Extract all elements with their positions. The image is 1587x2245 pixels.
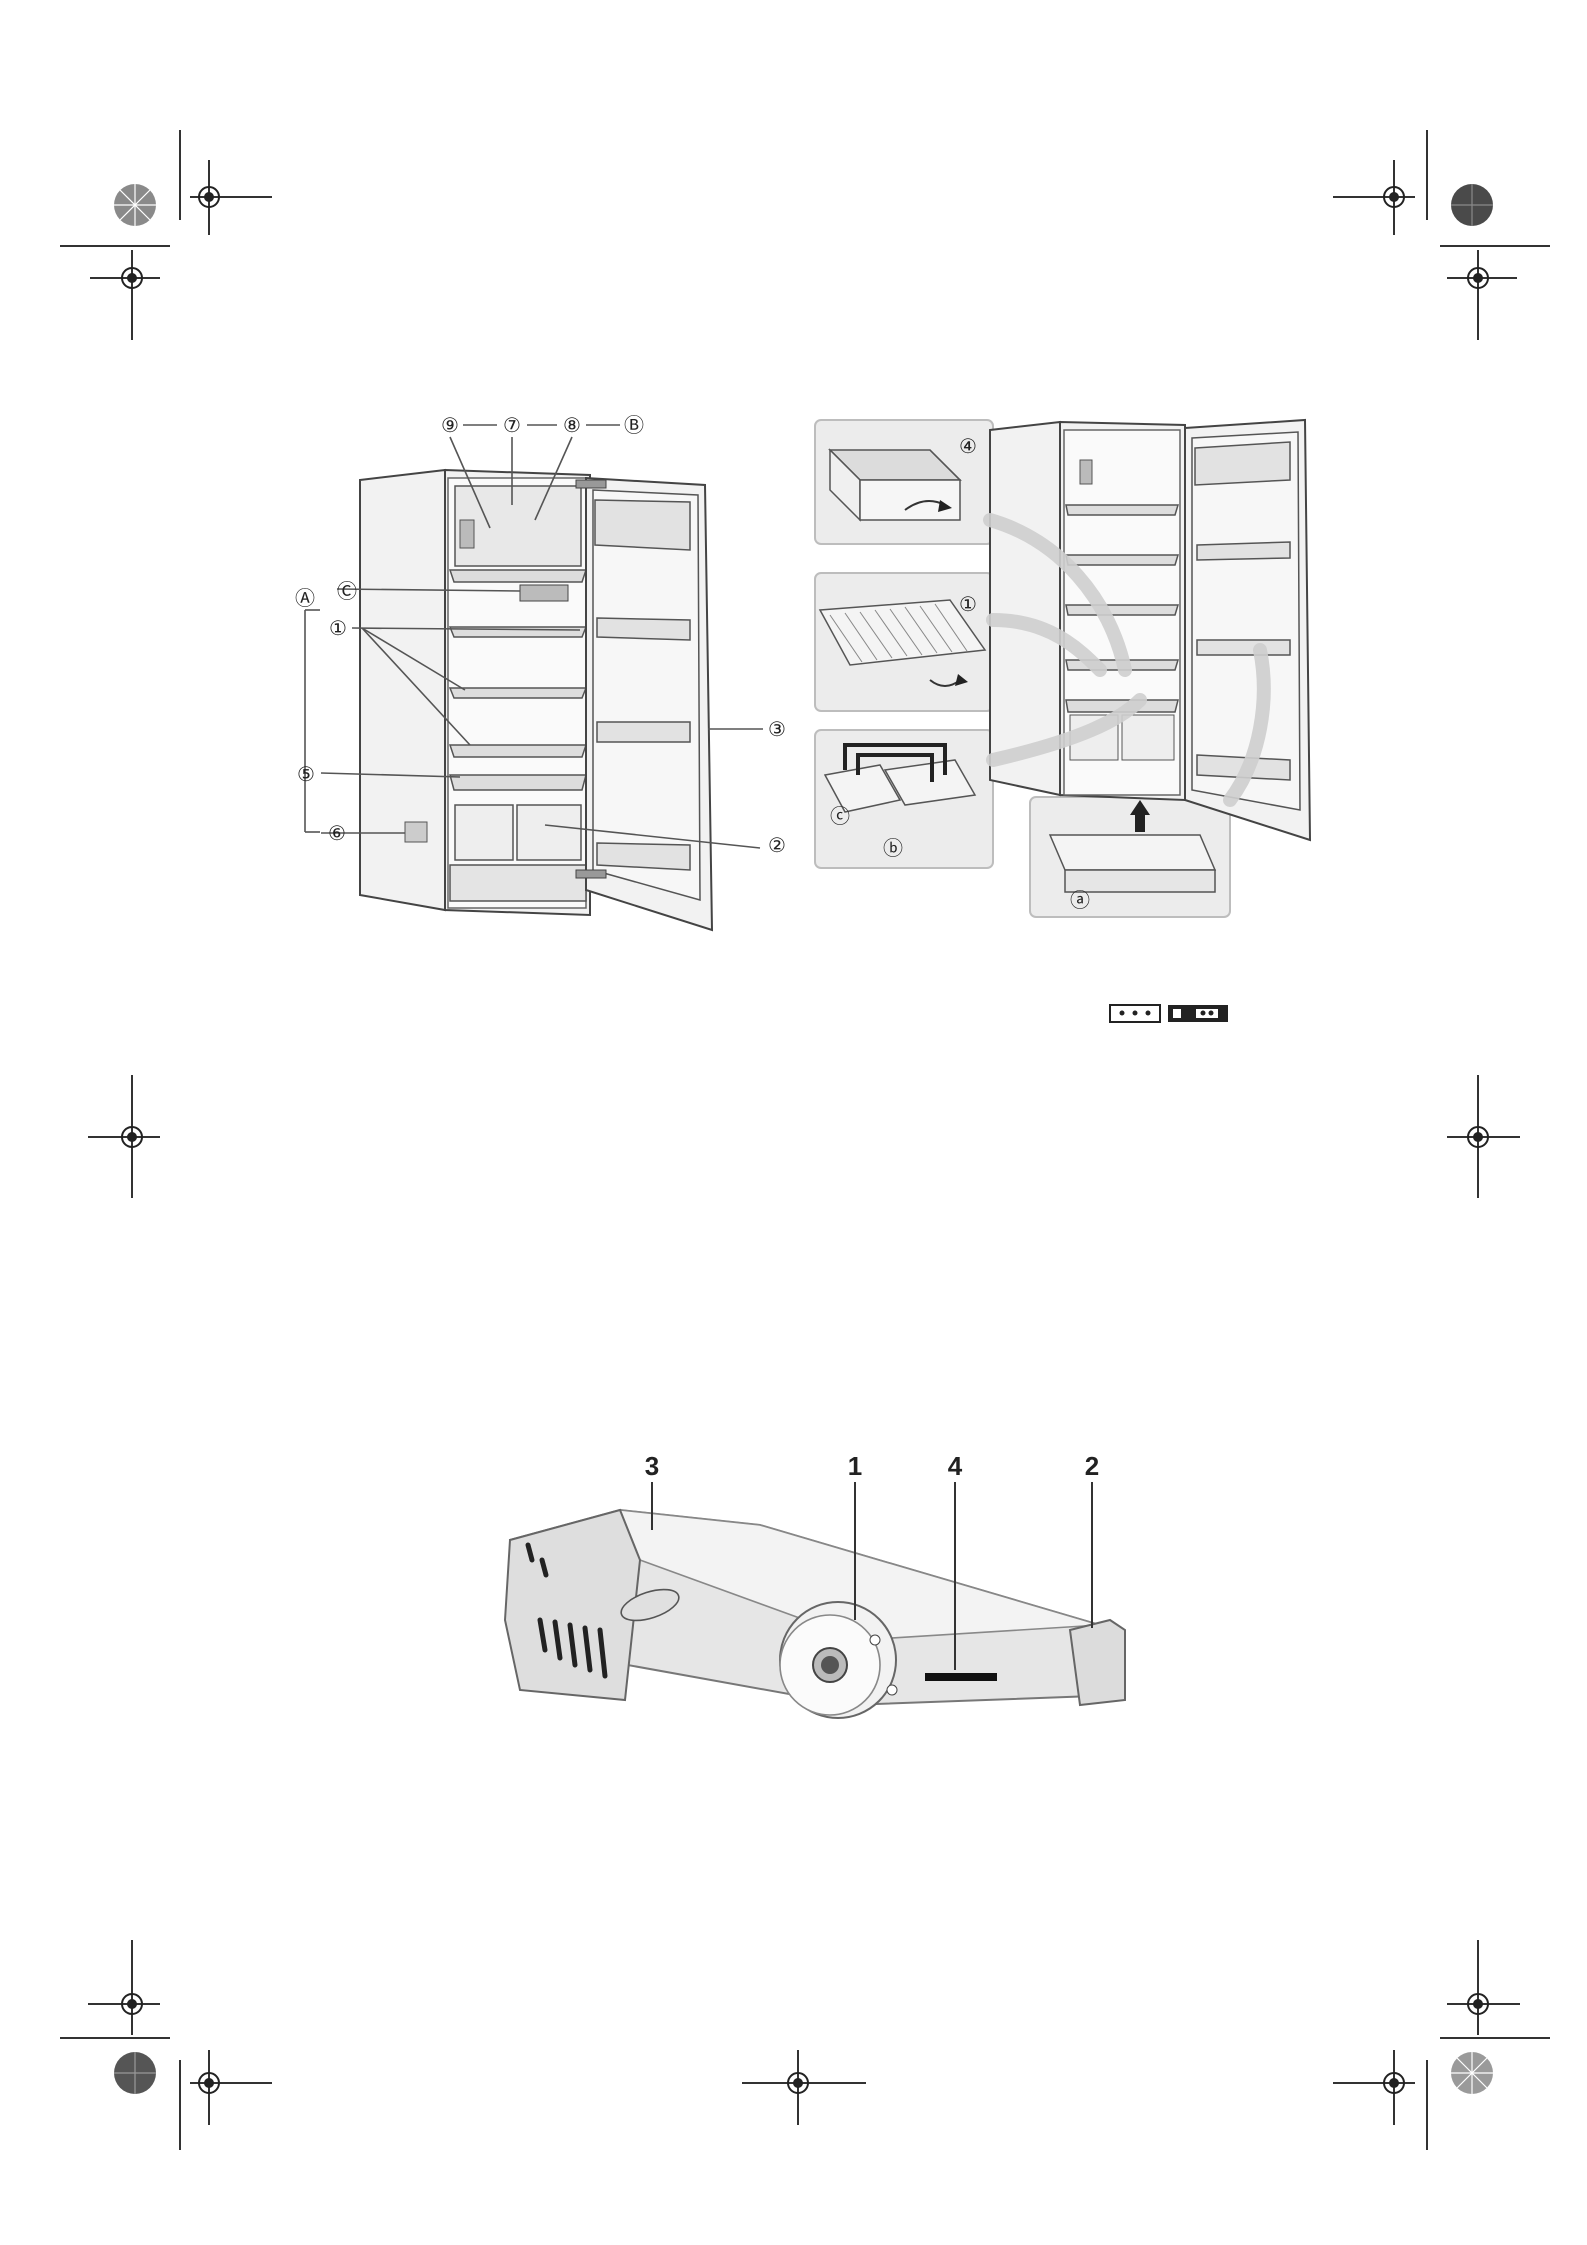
label-b: ⓑ [883,836,903,860]
label-3: ③ [768,717,786,741]
crosshair-target-icon [190,2050,272,2125]
label-A: Ⓐ [295,586,315,610]
color-target-icon [114,2052,156,2094]
figure-accessories: ④ ① ⓒ ⓑ ⓐ [815,420,1310,917]
color-target-icon [1451,184,1493,226]
figure-control-panel: 3 1 4 2 [505,1451,1125,1718]
crosshair-target-icon [742,2050,866,2125]
crosshair-target-icon [1333,2050,1415,2125]
crosshair-target-icon [1447,1075,1520,1198]
label-1: 1 [848,1451,862,1481]
color-target-icon [114,184,156,226]
registration-marks [60,130,1550,2150]
label-4: 4 [948,1451,963,1481]
label-C: Ⓒ [337,579,357,603]
label-2: 2 [1085,1451,1099,1481]
crosshair-target-icon [1447,1940,1520,2035]
label-1b: ① [959,592,977,616]
figure-refrigerator-overview: ⑨ ⑦ ⑧ Ⓑ Ⓐ Ⓒ ① ⑤ ⑥ ③ ② [295,413,786,930]
label-1: ① [329,616,347,640]
label-8: ⑧ [563,413,581,437]
label-5: ⑤ [297,762,315,786]
label-6: ⑥ [328,821,346,845]
label-3: 3 [645,1451,659,1481]
crosshair-target-icon [88,1075,160,1198]
label-9: ⑨ [441,413,459,437]
label-c: ⓒ [830,804,850,828]
crosshair-target-icon [88,1940,160,2035]
label-4: ④ [959,434,977,458]
crosshair-target-icon [190,160,272,235]
label-7: ⑦ [503,413,521,437]
crosshair-target-icon [1333,160,1415,235]
label-a: ⓐ [1070,888,1090,912]
crosshair-target-icon [90,250,160,340]
color-target-icon [1451,2052,1493,2094]
energy-indicator-icon [1110,1005,1228,1022]
label-B: Ⓑ [624,413,644,437]
label-2: ② [768,833,786,857]
crosshair-target-icon [1447,250,1517,340]
